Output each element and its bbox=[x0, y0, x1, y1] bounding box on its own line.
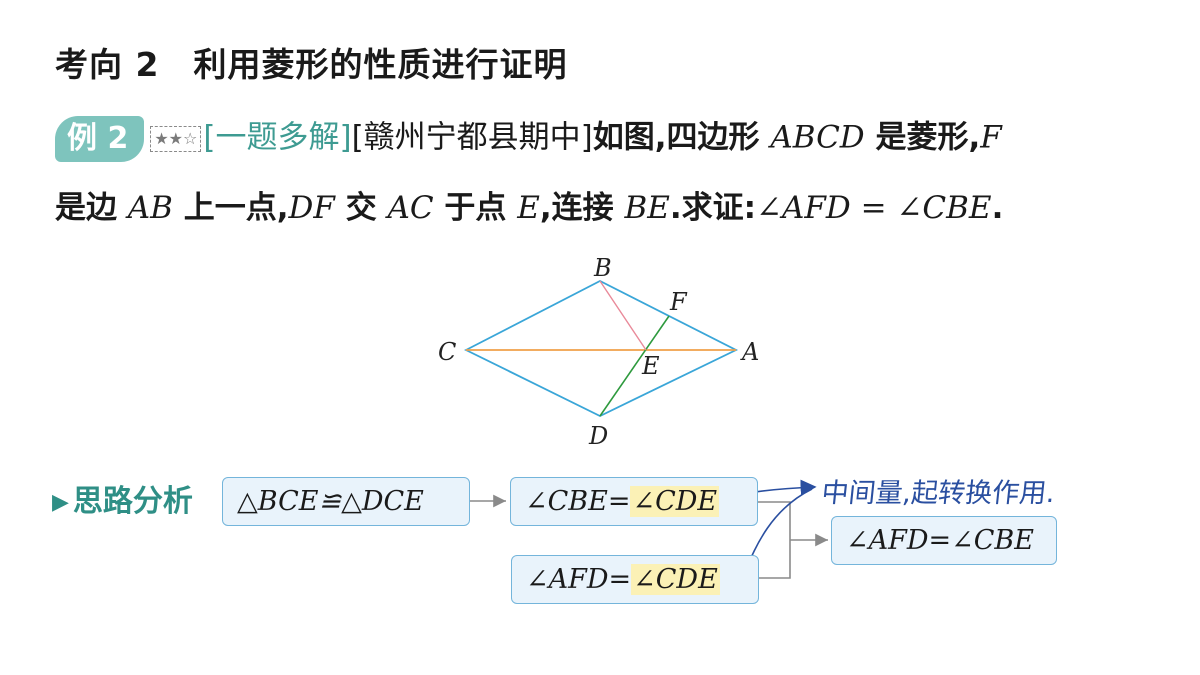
line2-text-d: 于点 bbox=[433, 190, 518, 226]
line2-ab: AB bbox=[127, 190, 173, 226]
segment-df bbox=[599, 315, 670, 417]
line2-ac: AC bbox=[387, 190, 434, 226]
box2-highlight: ∠CDE bbox=[630, 486, 720, 517]
section-label: 考向 2 bbox=[55, 45, 160, 84]
analysis-heading: ▶思路分析 bbox=[52, 476, 193, 520]
example-badge: 例 2 bbox=[55, 116, 145, 162]
handwritten-note: 中间量,起转换作用. bbox=[820, 478, 1057, 509]
triangle-icon: ▶ bbox=[52, 490, 69, 515]
box2-left: ∠CBE= bbox=[525, 486, 631, 517]
analysis-label: 思路分析 bbox=[72, 484, 193, 519]
box1-text: △BCE≌△DCE bbox=[237, 486, 424, 517]
line1-text-b: 是菱形, bbox=[864, 119, 981, 156]
line2-be: BE bbox=[624, 190, 670, 226]
flow-box-conclusion: ∠AFD=∠CBE bbox=[831, 516, 1057, 565]
flow-box-congruence: △BCE≌△DCE bbox=[222, 477, 470, 526]
line2-text-b: 上一点, bbox=[172, 190, 289, 226]
flow-box-afd-cde: ∠AFD=∠CDE bbox=[511, 555, 759, 604]
difficulty-stars: ★★☆ bbox=[150, 126, 202, 152]
point-f-label: F bbox=[669, 288, 688, 316]
section-title: 考向 2 利用菱形的性质进行证明 bbox=[55, 38, 567, 86]
problem-line-2: 是边 AB 上一点,DF 交 AC 于点 E,连接 BE.求证:∠AFD = ∠… bbox=[55, 193, 1003, 224]
segment-be bbox=[599, 280, 647, 351]
line2-text-e: ,连接 bbox=[539, 190, 625, 226]
problem-line-1: 例 2★★☆[一题多解][赣州宁都县期中]如图,四边形 ABCD 是菱形,F bbox=[55, 116, 1002, 162]
rhombus-figure: B F C A E D bbox=[438, 254, 759, 450]
multi-solution-tag: [一题多解] bbox=[203, 119, 352, 156]
line2-goal: ∠AFD = ∠CBE bbox=[756, 190, 992, 226]
point-d-label: D bbox=[588, 422, 608, 450]
line2-e: E bbox=[517, 190, 540, 226]
point-e-label: E bbox=[641, 352, 660, 380]
point-b-label: B bbox=[593, 254, 612, 282]
line2-text-c: 交 bbox=[334, 190, 388, 226]
line2-text-a: 是边 bbox=[55, 190, 128, 226]
bracket-connector bbox=[758, 501, 791, 579]
line1-abcd: ABCD bbox=[770, 119, 865, 156]
point-a-label: A bbox=[740, 338, 759, 366]
box3-left: ∠AFD= bbox=[526, 564, 632, 595]
line2-text-f: .求证: bbox=[669, 190, 757, 226]
point-c-label: C bbox=[438, 338, 456, 366]
source-tag: [赣州宁都县期中] bbox=[351, 119, 593, 156]
box3-highlight: ∠CDE bbox=[631, 564, 720, 595]
section-heading: 利用菱形的性质进行证明 bbox=[193, 45, 568, 84]
line2-df: DF bbox=[288, 190, 335, 226]
line1-f: F bbox=[980, 119, 1002, 156]
flow-box-cbe-cde: ∠CBE=∠CDE bbox=[510, 477, 758, 526]
box4-text: ∠AFD=∠CBE bbox=[846, 525, 1034, 556]
line1-text-a: 如图,四边形 bbox=[592, 119, 771, 156]
line2-period: . bbox=[991, 190, 1004, 226]
